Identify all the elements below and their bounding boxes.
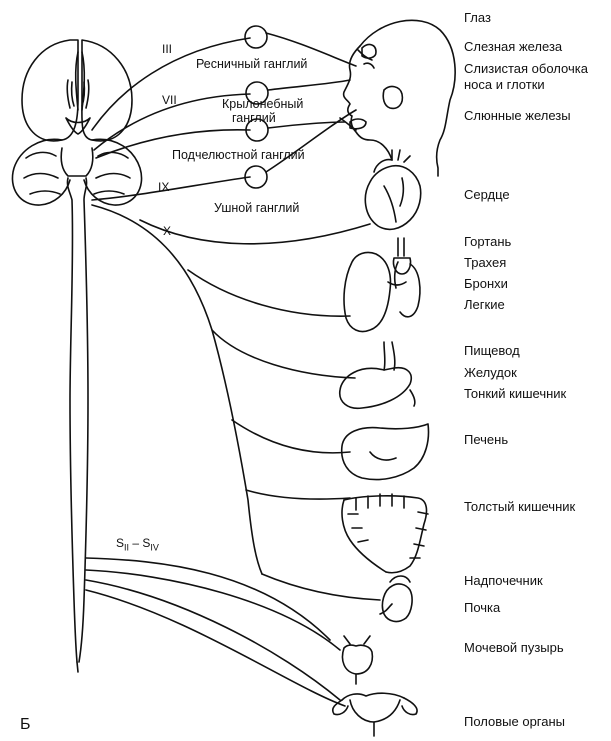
otic-to-gland [265,109,357,173]
vagus-stomach-branch [211,329,356,379]
lacrimal-gland [361,43,377,59]
sacral-nerve-2 [85,569,341,651]
submandibular-ganglion-node [245,118,269,142]
nerve-label-iii: III [162,42,173,56]
vagus-liver-branch [231,419,351,454]
vagus-kidney-branch [261,573,381,601]
kidney [379,575,413,623]
pterygopalatine-ganglion-node [245,81,269,105]
nerve-label-ix: IX [158,180,170,194]
sacral-nerve-3 [85,579,341,701]
genitals [331,692,418,737]
nerve-vii-branch [95,128,251,159]
sacral-label: SII – SIV [116,536,159,552]
spinal-cord [66,177,89,673]
nerve-ix-path [91,176,251,201]
label-bronchi: Бронхи [464,276,508,291]
parotid-gland [382,85,404,110]
label-liver: Печень [464,432,509,447]
nerve-iii-path [91,37,251,131]
label-eye: Глаз [464,10,491,25]
pterygo-to-head [267,79,351,91]
label-bladder: Мочевой пузырь [464,640,564,655]
bladder [341,635,374,685]
brain [11,39,143,206]
ciliary-ganglion-node [244,25,268,49]
otic-ganglion-node [244,165,268,189]
label-lacrimal-gland: Слезная железа [464,39,563,54]
ganglion-label-pterygopalatine-2: ганглий [232,111,276,125]
ganglion-label-pterygopalatine-1: Крылонебный [222,97,304,111]
label-stomach: Желудок [464,365,517,380]
nerve-label-vii: VII [162,93,177,107]
label-mucosa-line2: носа и глотки [464,77,545,92]
vagus-lung-branch [187,269,351,317]
ciliary-to-eye [265,32,357,67]
vagus-colon-branch [245,489,351,500]
label-kidney: Почка [464,600,501,615]
submandibular-gland [349,118,367,130]
sacral-nerve-4 [85,589,346,707]
ganglion-label-ciliary: Ресничный ганглий [196,57,308,71]
sacral-sub-ii: II [124,542,130,553]
ganglion-label-otic: Ушной ганглий [214,201,300,215]
sacral-sub-iv: IV [150,542,159,553]
nerve-vii-path [93,93,251,151]
label-genitals: Половые органы [464,714,566,729]
heart [364,149,422,231]
liver [340,423,430,481]
label-salivary-glands: Слюнные железы [464,108,571,123]
label-adrenal: Надпочечник [464,573,543,588]
sacral-dash: – S [129,536,151,550]
sacral-nerve-1 [85,557,331,641]
lungs [343,237,421,333]
label-lungs: Легкие [464,297,505,312]
stomach [338,341,416,410]
vagus-heart-branch [139,219,371,245]
panel-label: Б [20,716,31,733]
nerve-x-path [91,204,263,575]
submandibular-to-gland [267,121,346,129]
label-larynx: Гортань [464,234,512,249]
label-trachea: Трахея [464,255,507,270]
label-esophagus: Пищевод [464,343,520,358]
head-profile [339,19,456,177]
label-small-intestine: Тонкий кишечник [464,386,567,401]
large-intestine [341,493,429,574]
sacral-main: S [116,536,125,550]
nerve-label-x: X [163,224,172,238]
ganglion-label-submandibular: Подчелюстной ганглий [172,148,305,162]
label-heart: Сердце [464,187,510,202]
label-large-intestine: Толстый кишечник [464,499,576,514]
label-mucosa-line1: Слизистая оболочка [464,61,588,76]
